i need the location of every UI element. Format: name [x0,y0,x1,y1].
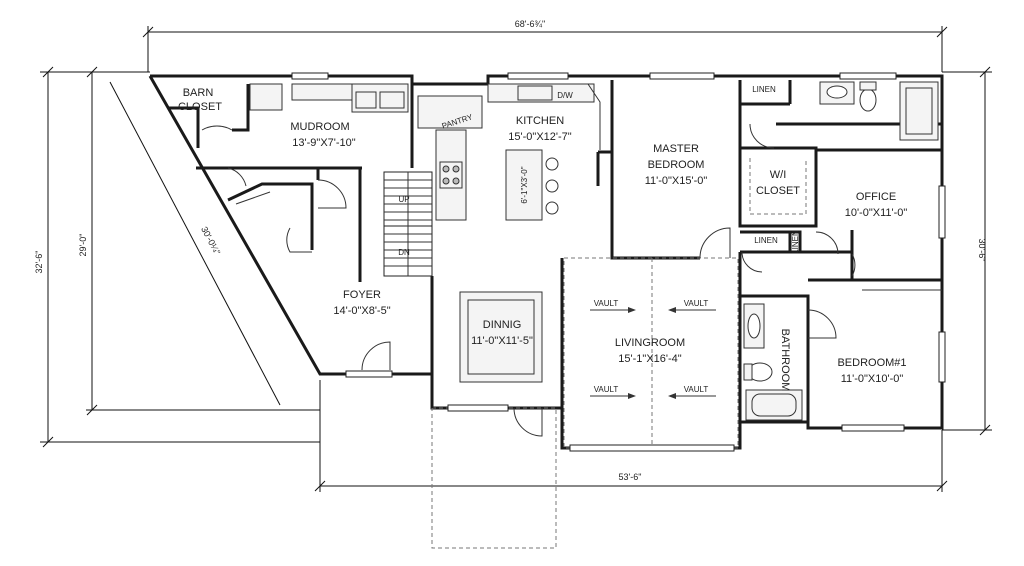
mudroom-label: MUDROOM [290,121,349,133]
vault-label-top-right: VAULT [684,299,709,308]
porch [431,407,557,549]
barn-closet-label-2: CLOSET [178,101,222,113]
vault-arrows [590,307,716,399]
linen-mid-label: LINEN [754,236,778,245]
office-label: OFFICE [856,191,896,203]
foyer-label: FOYER [343,289,381,301]
mudroom-size: 13'-9"X7'-10" [292,137,355,149]
wi-closet-label-2: CLOSET [756,185,800,197]
dimension-lines [40,26,992,492]
bedroom1-size: 11'-0"X10'-0" [841,373,904,385]
dining-size: 11'-0"X11'-5" [471,335,533,347]
master-bedroom-label-1: MASTER [653,143,699,155]
stairs [383,171,433,277]
wi-closet-label-1: W/I [770,169,787,181]
kitchen-label: KITCHEN [516,115,564,127]
dim-bottom-overall: 53'-6" [619,472,642,482]
stairs-up-label: UP [398,195,409,204]
island-size: 6'-1"X3'-0" [520,166,529,203]
interior-walls [168,80,942,449]
bedroom1-label: BEDROOM#1 [837,357,906,369]
fixtures [249,81,939,421]
kitchen-size: 15'-0"X12'-7" [508,131,571,143]
barn-closet-label-1: BARN [183,87,214,99]
dim-left-inner: 29'-0" [78,234,88,257]
vault-label-bottom-left: VAULT [594,385,619,394]
dim-left-outer: 32'-6" [34,251,44,274]
dishwasher-label: D/W [557,91,573,100]
linen-top-label: LINEN [752,85,776,94]
office-size: 10'-0"X11'-0" [845,207,908,219]
linen-vert-label: LINEN [791,230,800,254]
doors [201,123,856,437]
dining-label: DINNIG [483,319,522,331]
dim-diagonal: 30'-0¼" [199,225,222,257]
dim-top-overall: 68'-6¾" [515,19,545,29]
bathroom-label: BATHROOM [779,329,791,392]
stairs-down-label: DN [398,248,410,257]
windows [291,72,946,452]
dim-right: 30'-6" [977,239,987,262]
foyer-size: 14'-0"X8'-5" [333,305,390,317]
living-room-size: 15'-1"X16'-4" [618,353,681,365]
vault-label-top-left: VAULT [594,299,619,308]
living-room-label: LIVINGROOM [615,337,685,349]
master-bedroom-size: 11'-0"X15'-0" [645,175,708,187]
master-bedroom-label-2: BEDROOM [648,159,705,171]
vault-label-bottom-right: VAULT [684,385,709,394]
